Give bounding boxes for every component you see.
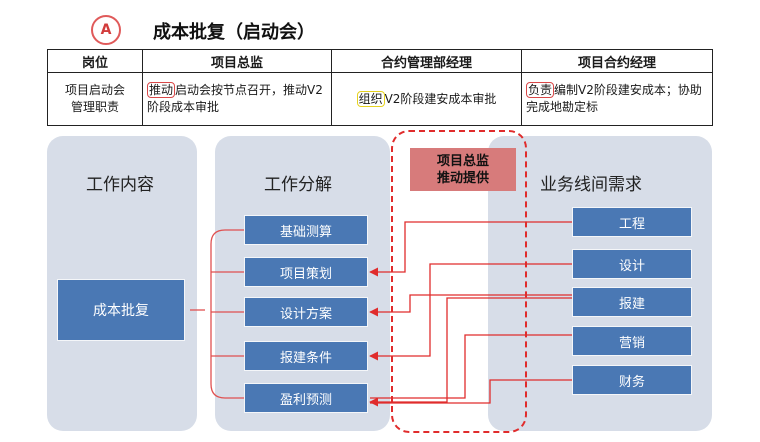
task-permit-conditions: 报建条件 [244, 341, 368, 371]
director-duty-text: 启动会按节点召开，推动V2阶段成本审批 [147, 83, 323, 114]
row-label: 项目启动会管理职责 [47, 72, 143, 126]
arrow-engineering [369, 221, 572, 277]
contract-manager-verb: 组织 [356, 90, 385, 107]
task-bracket [190, 229, 244, 399]
table-header-row: 岗位 项目总监 合约管理部经理 项目合约经理 [47, 49, 713, 73]
director-verb: 推动 [147, 82, 176, 98]
business-needs-title: 业务线间需求 [540, 175, 642, 195]
section-badge: A [91, 15, 121, 45]
header-project-contract-manager: 项目合约经理 [521, 49, 713, 73]
provider-label: 项目总监 推动提供 [410, 148, 516, 191]
need-permit: 报建 [572, 287, 692, 317]
responsibility-table: 岗位 项目总监 合约管理部经理 项目合约经理 项目启动会管理职责 推动启动会按节… [47, 49, 713, 126]
arrow-permit [369, 297, 572, 407]
need-marketing: 营销 [572, 326, 692, 356]
need-arrows [369, 221, 572, 407]
provider-dashed-frame [391, 130, 527, 433]
cost-approval-box: 成本批复 [57, 279, 185, 341]
provider-line-1: 项目总监 [436, 153, 489, 169]
need-design: 设计 [572, 249, 692, 279]
task-project-planning: 项目策划 [244, 257, 368, 287]
contract-manager-duty-text: V2阶段建安成本审批 [384, 91, 497, 106]
task-design-scheme: 设计方案 [244, 297, 368, 327]
project-contract-manager-duty-text: 编制V2阶段建安成本；协助完成地勘定标 [526, 83, 702, 114]
arrow-finance [370, 379, 572, 404]
need-engineering: 工程 [572, 207, 692, 237]
project-contract-manager-duty: 负责编制V2阶段建安成本；协助完成地勘定标 [521, 72, 713, 126]
provider-line-2: 推动提供 [436, 170, 489, 186]
arrow-design-scheme [369, 294, 572, 317]
need-finance: 财务 [572, 365, 692, 395]
arrow-marketing [370, 334, 572, 399]
work-breakdown-title: 工作分解 [264, 175, 332, 195]
work-content-title: 工作内容 [86, 175, 154, 195]
task-basic-estimate: 基础测算 [244, 215, 368, 245]
project-contract-manager-verb: 负责 [526, 82, 555, 98]
director-duty: 推动启动会按节点召开，推动V2阶段成本审批 [142, 72, 332, 126]
task-profit-forecast: 盈利预测 [244, 383, 368, 413]
arrow-design [369, 263, 572, 361]
page-title: 成本批复（启动会） [153, 22, 315, 43]
